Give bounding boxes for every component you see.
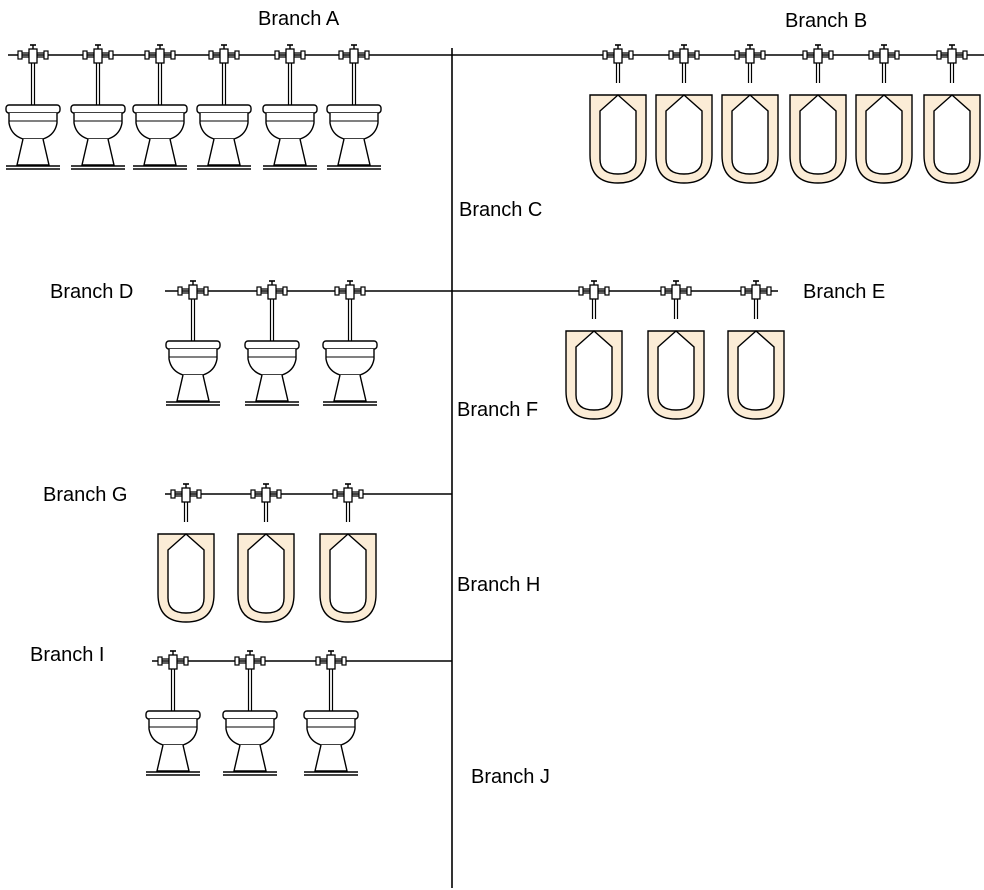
toilet-icon — [244, 280, 300, 406]
flush-valve-icon — [602, 44, 634, 64]
branch-label-i: Branch I — [30, 644, 104, 666]
urinal-icon — [655, 44, 713, 184]
toilet-icon — [165, 280, 221, 406]
flush-valve-icon — [177, 280, 209, 300]
flush-valve-icon — [274, 44, 306, 64]
flush-valve-icon — [250, 483, 282, 503]
branch-label-f: Branch F — [457, 399, 538, 421]
branch-label-e: Branch E — [803, 281, 885, 303]
urinal-icon — [855, 44, 913, 184]
flush-valve-icon — [668, 44, 700, 64]
urinal-icon — [727, 280, 785, 420]
flush-valve-icon — [338, 44, 370, 64]
toilet-icon — [145, 650, 201, 776]
branch-label-g: Branch G — [43, 484, 127, 506]
flush-valve-icon — [868, 44, 900, 64]
urinal-icon — [589, 44, 647, 184]
flush-valve-icon — [734, 44, 766, 64]
toilet-icon — [196, 44, 252, 170]
flush-valve-icon — [660, 280, 692, 300]
flush-valve-icon — [802, 44, 834, 64]
branch-label-j: Branch J — [471, 766, 550, 788]
flush-valve-icon — [234, 650, 266, 670]
toilet-icon — [303, 650, 359, 776]
flush-valve-icon — [334, 280, 366, 300]
toilet-icon — [132, 44, 188, 170]
flush-valve-icon — [936, 44, 968, 64]
toilet-icon — [322, 280, 378, 406]
toilet-icon — [262, 44, 318, 170]
urinal-icon — [565, 280, 623, 420]
urinal-icon — [721, 44, 779, 184]
toilet-icon — [5, 44, 61, 170]
flush-valve-icon — [578, 280, 610, 300]
flush-valve-icon — [315, 650, 347, 670]
fixtures-layer — [5, 44, 981, 776]
flush-valve-icon — [332, 483, 364, 503]
branch-label-d: Branch D — [50, 281, 133, 303]
urinal-icon — [237, 483, 295, 623]
flush-valve-icon — [208, 44, 240, 64]
toilet-icon — [326, 44, 382, 170]
flush-valve-icon — [157, 650, 189, 670]
urinal-icon — [319, 483, 377, 623]
urinal-icon — [923, 44, 981, 184]
toilet-icon — [222, 650, 278, 776]
flush-valve-icon — [256, 280, 288, 300]
flush-valve-icon — [170, 483, 202, 503]
toilet-icon — [70, 44, 126, 170]
flush-valve-icon — [144, 44, 176, 64]
branch-label-h: Branch H — [457, 574, 540, 596]
branch-label-b: Branch B — [785, 10, 867, 32]
urinal-icon — [157, 483, 215, 623]
flush-valve-icon — [17, 44, 49, 64]
urinal-icon — [647, 280, 705, 420]
branch-label-c: Branch C — [459, 199, 542, 221]
flush-valve-icon — [740, 280, 772, 300]
flush-valve-icon — [82, 44, 114, 64]
branch-label-a: Branch A — [258, 8, 340, 30]
urinal-icon — [789, 44, 847, 184]
